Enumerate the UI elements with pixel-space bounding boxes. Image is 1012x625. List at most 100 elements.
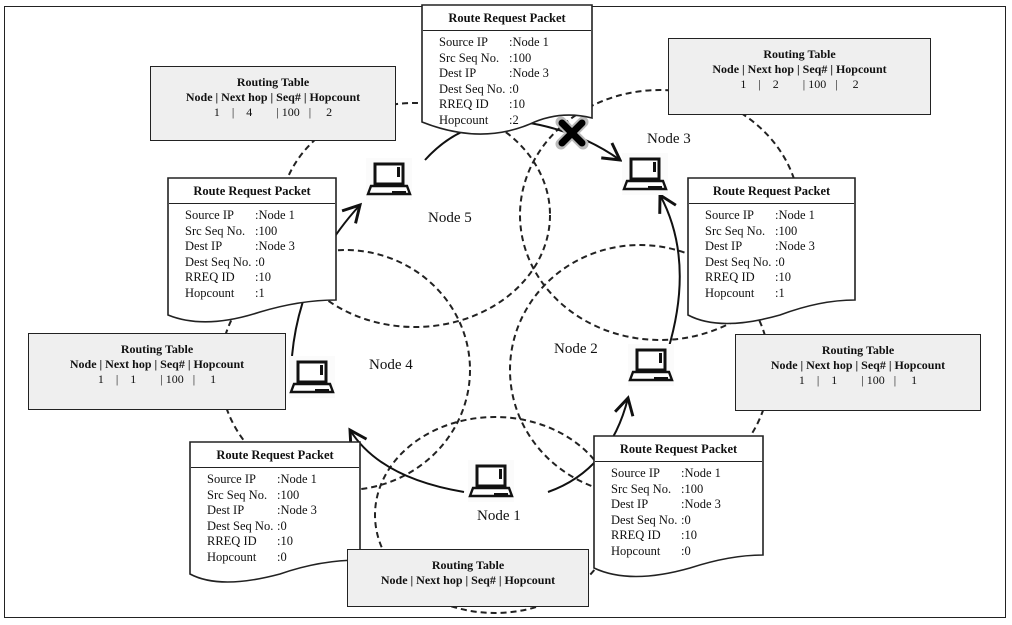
packet-shape-node5 [421, 4, 593, 135]
field-label: Source IP [207, 472, 256, 486]
field-value: :0 [775, 254, 785, 269]
laptop-icon-node3[interactable] [622, 153, 668, 195]
rreq-packet-title: Route Request Packet [423, 6, 591, 31]
rreq-packet-title: Route Request Packet [169, 179, 335, 204]
field-label: RREQ ID [207, 534, 257, 548]
field-value: :10 [509, 97, 525, 111]
field-label: Dest IP [207, 503, 245, 517]
rreq-packet-title: Route Request Packet [191, 443, 359, 468]
laptop-icon-node2[interactable] [628, 344, 674, 386]
laptop-icon-node5[interactable] [366, 158, 412, 200]
field-value: :2 [509, 112, 519, 127]
packet-shape-node1-right [593, 435, 764, 578]
arrow-node1-to-node4 [348, 427, 465, 493]
arrow-node2-to-node3 [658, 192, 681, 351]
routing-table-header: Node | Next hop | Seq# | Hopcount [712, 62, 887, 76]
routing-table-title: Routing Table [236, 75, 310, 89]
field-label: Dest IP [439, 66, 477, 80]
routing-table-row: 1 | 2 | 100 | 2 [740, 77, 859, 91]
routing-table-node4: Routing Table Node | Next hop | Seq# | H… [28, 333, 286, 410]
field-value: :10 [277, 534, 293, 548]
field-label: Dest Seq No. [705, 254, 772, 269]
field-label: Dest IP [185, 239, 223, 253]
field-label: Dest Seq No. [185, 254, 252, 269]
field-label: RREQ ID [705, 270, 755, 284]
field-value: :100 [255, 223, 278, 238]
blocked-x-icon [555, 116, 589, 150]
routing-table-header: Node | Next hop | Seq# | Hopcount [380, 573, 556, 587]
field-label: Hopcount [705, 285, 755, 300]
field-label: Dest Seq No. [439, 81, 506, 96]
field-label: Hopcount [207, 549, 257, 564]
routing-table-title: Routing Table [821, 343, 895, 357]
routing-table-node1: Routing Table Node | Next hop | Seq# | H… [347, 549, 589, 607]
routing-table-node2: Routing Table Node | Next hop | Seq# | H… [735, 334, 981, 411]
field-label: RREQ ID [611, 528, 661, 542]
field-label: Source IP [439, 35, 488, 49]
field-value: :Node 3 [509, 66, 549, 80]
field-value: :100 [775, 223, 798, 238]
field-value: :0 [255, 254, 265, 269]
rreq-packet-node4: Route Request Packet Source IP :Node 1 Sr… [169, 179, 335, 301]
field-value: :100 [277, 487, 300, 502]
field-value: :0 [277, 549, 287, 564]
field-value: :Node 3 [775, 239, 815, 253]
routing-table-title: Routing Table [763, 47, 836, 61]
field-value: :0 [509, 81, 519, 96]
field-label: Dest IP [611, 497, 649, 511]
field-value: :10 [255, 270, 271, 284]
field-value: :10 [681, 528, 697, 542]
node-label-node2: Node 2 [554, 341, 598, 357]
routing-table-title: Routing Table [431, 558, 505, 572]
field-label: Hopcount [611, 543, 661, 558]
field-value: :Node 1 [509, 35, 549, 49]
routing-table-row: 1 | 1 | 100 | 1 [97, 372, 217, 386]
routing-table-node3: Routing Table Node | Next hop | Seq# | H… [668, 38, 931, 115]
field-label: Src Seq No. [439, 50, 500, 65]
field-value: :100 [681, 481, 704, 496]
routing-table-header: Node | Next hop | Seq# | Hopcount [69, 357, 245, 371]
field-value: :0 [277, 518, 287, 533]
laptop-icon-node4[interactable] [289, 356, 335, 398]
field-value: :Node 3 [255, 239, 295, 253]
node-label-node3: Node 3 [647, 131, 691, 147]
rreq-packet-node2: Route Request Packet Source IP:Node 1 Sr… [689, 179, 854, 301]
rreq-packet-title: Route Request Packet [689, 179, 854, 204]
field-value: :Node 3 [681, 497, 721, 511]
field-label: RREQ ID [185, 270, 235, 284]
field-label: Source IP [185, 208, 234, 222]
field-value: :0 [681, 512, 691, 527]
field-value: :Node 1 [681, 466, 721, 480]
field-label: Src Seq No. [611, 481, 672, 496]
field-value: :1 [255, 285, 265, 300]
arrow-node5-to-node3 [424, 120, 623, 162]
node-label-node1: Node 1 [477, 508, 521, 524]
packet-shape-node4 [167, 177, 337, 323]
node-label-node4: Node 4 [369, 357, 413, 373]
field-label: Dest Seq No. [611, 512, 678, 527]
rreq-packet-node1-left: Route Request Packet Source IP:Node 1 Sr… [191, 443, 359, 565]
rreq-packet-node1-right: Route Request Packet Source IP:Node 1 Sr… [595, 437, 762, 559]
routing-table-row: 1 | 4 | 100 | 2 [213, 105, 333, 119]
field-label: Source IP [705, 208, 754, 222]
field-value: :Node 1 [255, 208, 295, 222]
laptop-icon-node1[interactable] [468, 460, 514, 502]
field-value: :Node 1 [775, 208, 815, 222]
rreq-packet-node5: Route Request Packet Source IP :Node 1 Sr… [423, 6, 591, 128]
field-label: Dest Seq No. [207, 518, 274, 533]
rreq-packet-title: Route Request Packet [595, 437, 762, 462]
routing-table-header: Node | Next hop | Seq# | Hopcount [770, 358, 946, 372]
field-value: :1 [775, 285, 785, 300]
packet-shape-node2 [687, 177, 856, 325]
node-label-node5: Node 5 [428, 210, 472, 226]
field-value: :100 [509, 50, 532, 65]
field-label: Hopcount [439, 112, 489, 127]
field-label: Src Seq No. [185, 223, 246, 238]
field-label: RREQ ID [439, 97, 489, 111]
field-value: :Node 3 [277, 503, 317, 517]
routing-table-header: Node | Next hop | Seq# | Hopcount [185, 90, 361, 104]
routing-table-title: Routing Table [120, 342, 194, 356]
routing-table-node5: Routing Table Node | Next hop | Seq# | H… [150, 66, 396, 141]
field-value: :0 [681, 543, 691, 558]
